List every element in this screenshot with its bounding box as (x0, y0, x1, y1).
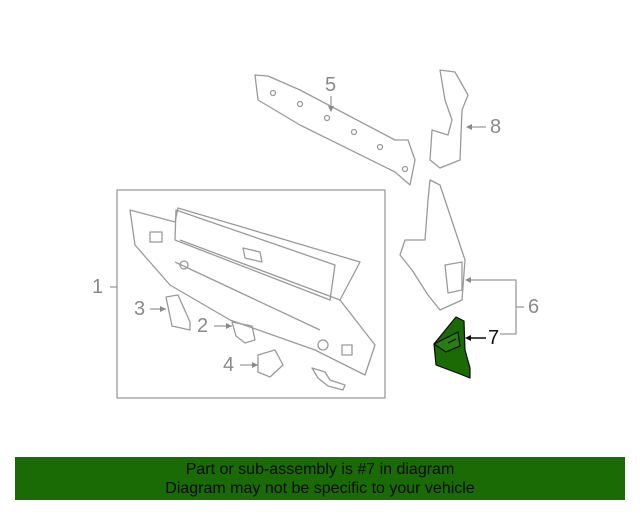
callout-5: 5 (325, 74, 337, 96)
part-1-rear-panel-drawing (129, 207, 376, 376)
part-5-drawing (254, 74, 416, 186)
callout-3: 3 (134, 298, 146, 320)
banner-line-2: Diagram may not be specific to your vehi… (165, 480, 475, 497)
part-8-drawing (429, 69, 469, 169)
callout-8: 8 (490, 116, 502, 138)
part-4-drawing (257, 349, 284, 378)
part-6-drawing (399, 179, 466, 311)
part-3-drawing (165, 294, 191, 331)
callout-6: 6 (528, 296, 540, 318)
part-7-highlighted-drawing (433, 316, 471, 379)
callout-2: 2 (197, 315, 209, 337)
callout-7: 7 (488, 327, 500, 349)
callout-1: 1 (92, 276, 104, 298)
callout-4: 4 (223, 354, 235, 376)
parts-diagram: 1 2 3 4 5 6 7 8 (92, 69, 540, 399)
part-2-drawing (231, 321, 256, 344)
diagram-drawing (110, 69, 524, 399)
group-box-part-1 (116, 189, 386, 399)
banner-line-1: Part or sub-assembly is #7 in diagram (185, 461, 455, 478)
info-banner: Part or sub-assembly is #7 in diagram Di… (15, 457, 625, 500)
